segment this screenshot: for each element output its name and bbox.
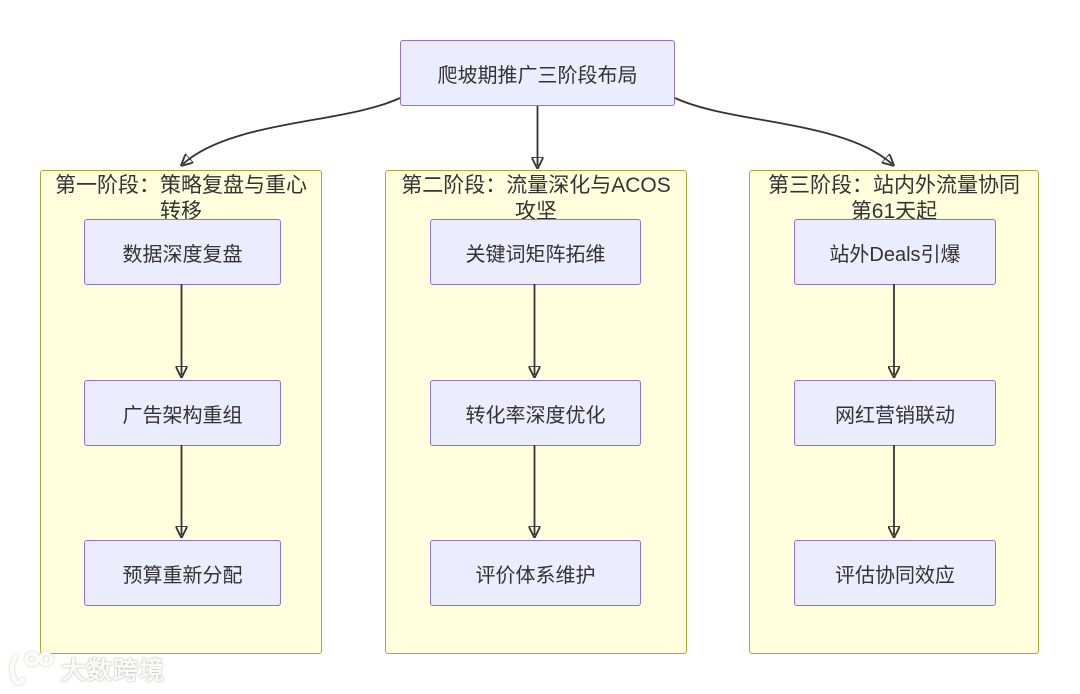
phase1-step1-node: 数据深度复盘	[84, 219, 281, 285]
phase3-title: 第三阶段：站内外流量协同 第61天起	[750, 173, 1038, 225]
phase2-step1-node: 关键词矩阵拓维	[430, 219, 641, 285]
edge-root-to-phase3	[674, 97, 892, 164]
phase3-step3-node: 评估协同效应	[794, 540, 996, 606]
phase3-step2-node: 网红营销联动	[794, 380, 996, 446]
phase1-title-line1: 第一阶段：策略复盘与重心	[55, 174, 307, 197]
root-node: 爬坡期推广三阶段布局	[400, 40, 675, 106]
phase1-container: 第一阶段：策略复盘与重心 转移 数据深度复盘 广告架构重组 预算重新分配	[40, 170, 322, 654]
phase1-title: 第一阶段：策略复盘与重心 转移	[41, 173, 321, 225]
phase1-title-line2: 转移	[160, 200, 202, 223]
watermark: 大数跨境	[4, 646, 165, 692]
phase3-step1-node: 站外Deals引爆	[794, 219, 996, 285]
phase3-title-line1: 第三阶段：站内外流量协同	[768, 174, 1020, 197]
edge-root-to-phase1	[183, 97, 401, 164]
phase2-container: 第二阶段：流量深化与ACOS 攻坚 关键词矩阵拓维 转化率深度优化 评价体系维护	[385, 170, 687, 654]
phase1-step3-node: 预算重新分配	[84, 540, 281, 606]
phase2-step3-node: 评价体系维护	[430, 540, 641, 606]
phase2-title-line1: 第二阶段：流量深化与ACOS	[401, 174, 671, 197]
phase1-step2-node: 广告架构重组	[84, 380, 281, 446]
phase3-container: 第三阶段：站内外流量协同 第61天起 站外Deals引爆 网红营销联动 评估协同…	[749, 170, 1039, 654]
phase2-title: 第二阶段：流量深化与ACOS 攻坚	[386, 173, 686, 225]
phase2-step2-node: 转化率深度优化	[430, 380, 641, 446]
watermark-brand-text: 大数跨境	[61, 657, 166, 685]
phase2-title-line2: 攻坚	[515, 200, 557, 223]
brand-logo-icon	[4, 650, 54, 688]
phase3-title-line2: 第61天起	[850, 200, 938, 223]
